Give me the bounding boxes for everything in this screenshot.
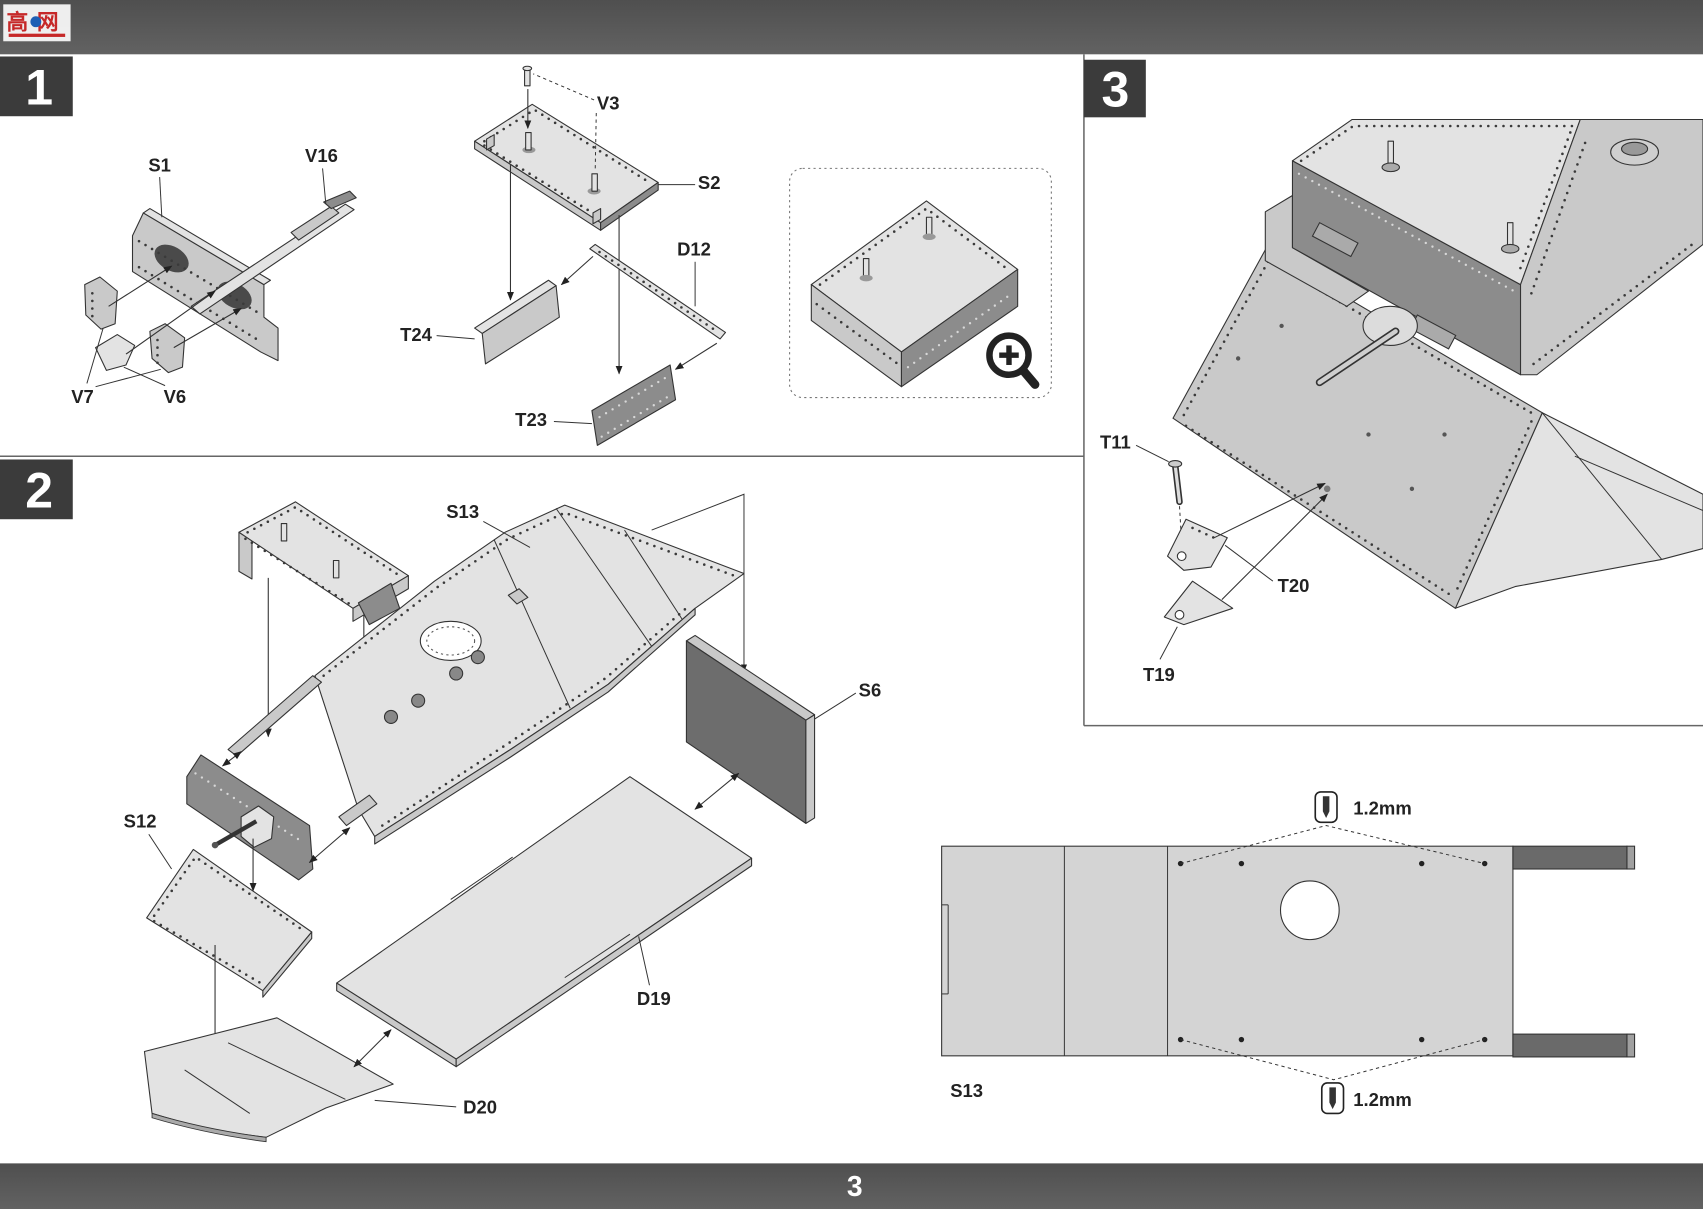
part-d12-strip bbox=[589, 243, 727, 340]
header-bar: 高网 bbox=[0, 0, 1703, 55]
part-s6-plate bbox=[685, 634, 816, 824]
assembly-arrow bbox=[1214, 482, 1326, 539]
step-number-2: 2 bbox=[25, 462, 53, 518]
label-s13: S13 bbox=[446, 501, 479, 522]
part-v6 bbox=[95, 334, 136, 371]
label-t23: T23 bbox=[515, 409, 547, 430]
step-number-3: 3 bbox=[1102, 61, 1130, 117]
drill-bit-icon bbox=[1314, 791, 1338, 824]
footer-bar: 3 bbox=[0, 1163, 1703, 1209]
assembly-arrow bbox=[560, 255, 594, 286]
assembly-arrow bbox=[674, 342, 718, 370]
label-v16: V16 bbox=[305, 145, 338, 166]
part-v16-rod bbox=[190, 190, 357, 315]
part-s2-plate bbox=[474, 103, 659, 231]
label-s2: S2 bbox=[698, 172, 721, 193]
label-s6: S6 bbox=[859, 679, 882, 700]
zoom-in-icon bbox=[986, 332, 1040, 389]
label-d12: D12 bbox=[677, 238, 711, 259]
assembly-arrow bbox=[1221, 493, 1328, 600]
part-s12-front-assembly bbox=[186, 754, 314, 881]
step-badge-3: 3 bbox=[1083, 59, 1146, 117]
step-number-1: 1 bbox=[25, 59, 53, 115]
site-logo: 高网 bbox=[3, 4, 71, 42]
drill-size-bottom: 1.2mm bbox=[1353, 1089, 1411, 1110]
step-1-diagram: S1 V16 V7 V6 V3 S2 bbox=[71, 65, 1052, 446]
label-d19: D19 bbox=[637, 988, 671, 1009]
label-s12: S12 bbox=[124, 811, 157, 832]
part-t23 bbox=[591, 364, 677, 446]
assembly-arrow bbox=[308, 827, 351, 864]
assembly-arrow bbox=[221, 751, 242, 767]
assembly-arrow bbox=[694, 772, 740, 810]
hull-hatch-opening bbox=[1279, 880, 1340, 941]
label-s1: S1 bbox=[148, 155, 171, 176]
part-d19-plate bbox=[336, 776, 753, 1068]
assembly-arrow bbox=[353, 1029, 392, 1068]
step-2-diagram: S13 S6 S12 bbox=[124, 493, 882, 1143]
assembly-arrow bbox=[173, 308, 242, 349]
step-badge-1: 1 bbox=[0, 56, 73, 117]
part-hull-closeup bbox=[1172, 118, 1703, 609]
step-3-diagram: T11 T20 T19 bbox=[1100, 118, 1703, 685]
page-number: 3 bbox=[847, 1170, 863, 1202]
drill-bit-icon bbox=[1320, 1082, 1345, 1115]
part-s13-hull bbox=[227, 504, 745, 845]
label-t19: T19 bbox=[1143, 664, 1175, 685]
part-t20 bbox=[1167, 518, 1228, 571]
s13-drilling-detail: 1.2mm 1.2mm S13 bbox=[941, 791, 1636, 1115]
part-v3-pin bbox=[522, 65, 533, 87]
part-v7 bbox=[84, 276, 186, 374]
part-s1-frame bbox=[131, 208, 279, 362]
label-t11: T11 bbox=[1100, 432, 1131, 453]
step-badge-2: 2 bbox=[0, 459, 73, 520]
assembly-arrow bbox=[125, 290, 216, 355]
drill-size-top: 1.2mm bbox=[1353, 798, 1411, 819]
part-d20-plate bbox=[143, 1017, 394, 1143]
part-t24 bbox=[474, 279, 560, 365]
label-t24: T24 bbox=[400, 324, 433, 345]
assembled-detail-box bbox=[789, 167, 1052, 399]
part-s12-plate bbox=[146, 848, 313, 998]
label-t20: T20 bbox=[1278, 575, 1310, 596]
label-v6: V6 bbox=[164, 386, 187, 407]
part-t19 bbox=[1163, 580, 1234, 626]
label-v7: V7 bbox=[71, 386, 94, 407]
label-v3: V3 bbox=[597, 93, 620, 114]
part-hull-top-assembly bbox=[238, 501, 409, 626]
label-d20: D20 bbox=[463, 1096, 497, 1117]
label-s13-detail: S13 bbox=[950, 1080, 983, 1101]
globe-icon bbox=[30, 16, 42, 28]
part-t11-pin bbox=[1168, 460, 1183, 506]
panel-borders bbox=[0, 54, 1703, 727]
assembly-arrow bbox=[108, 265, 173, 307]
